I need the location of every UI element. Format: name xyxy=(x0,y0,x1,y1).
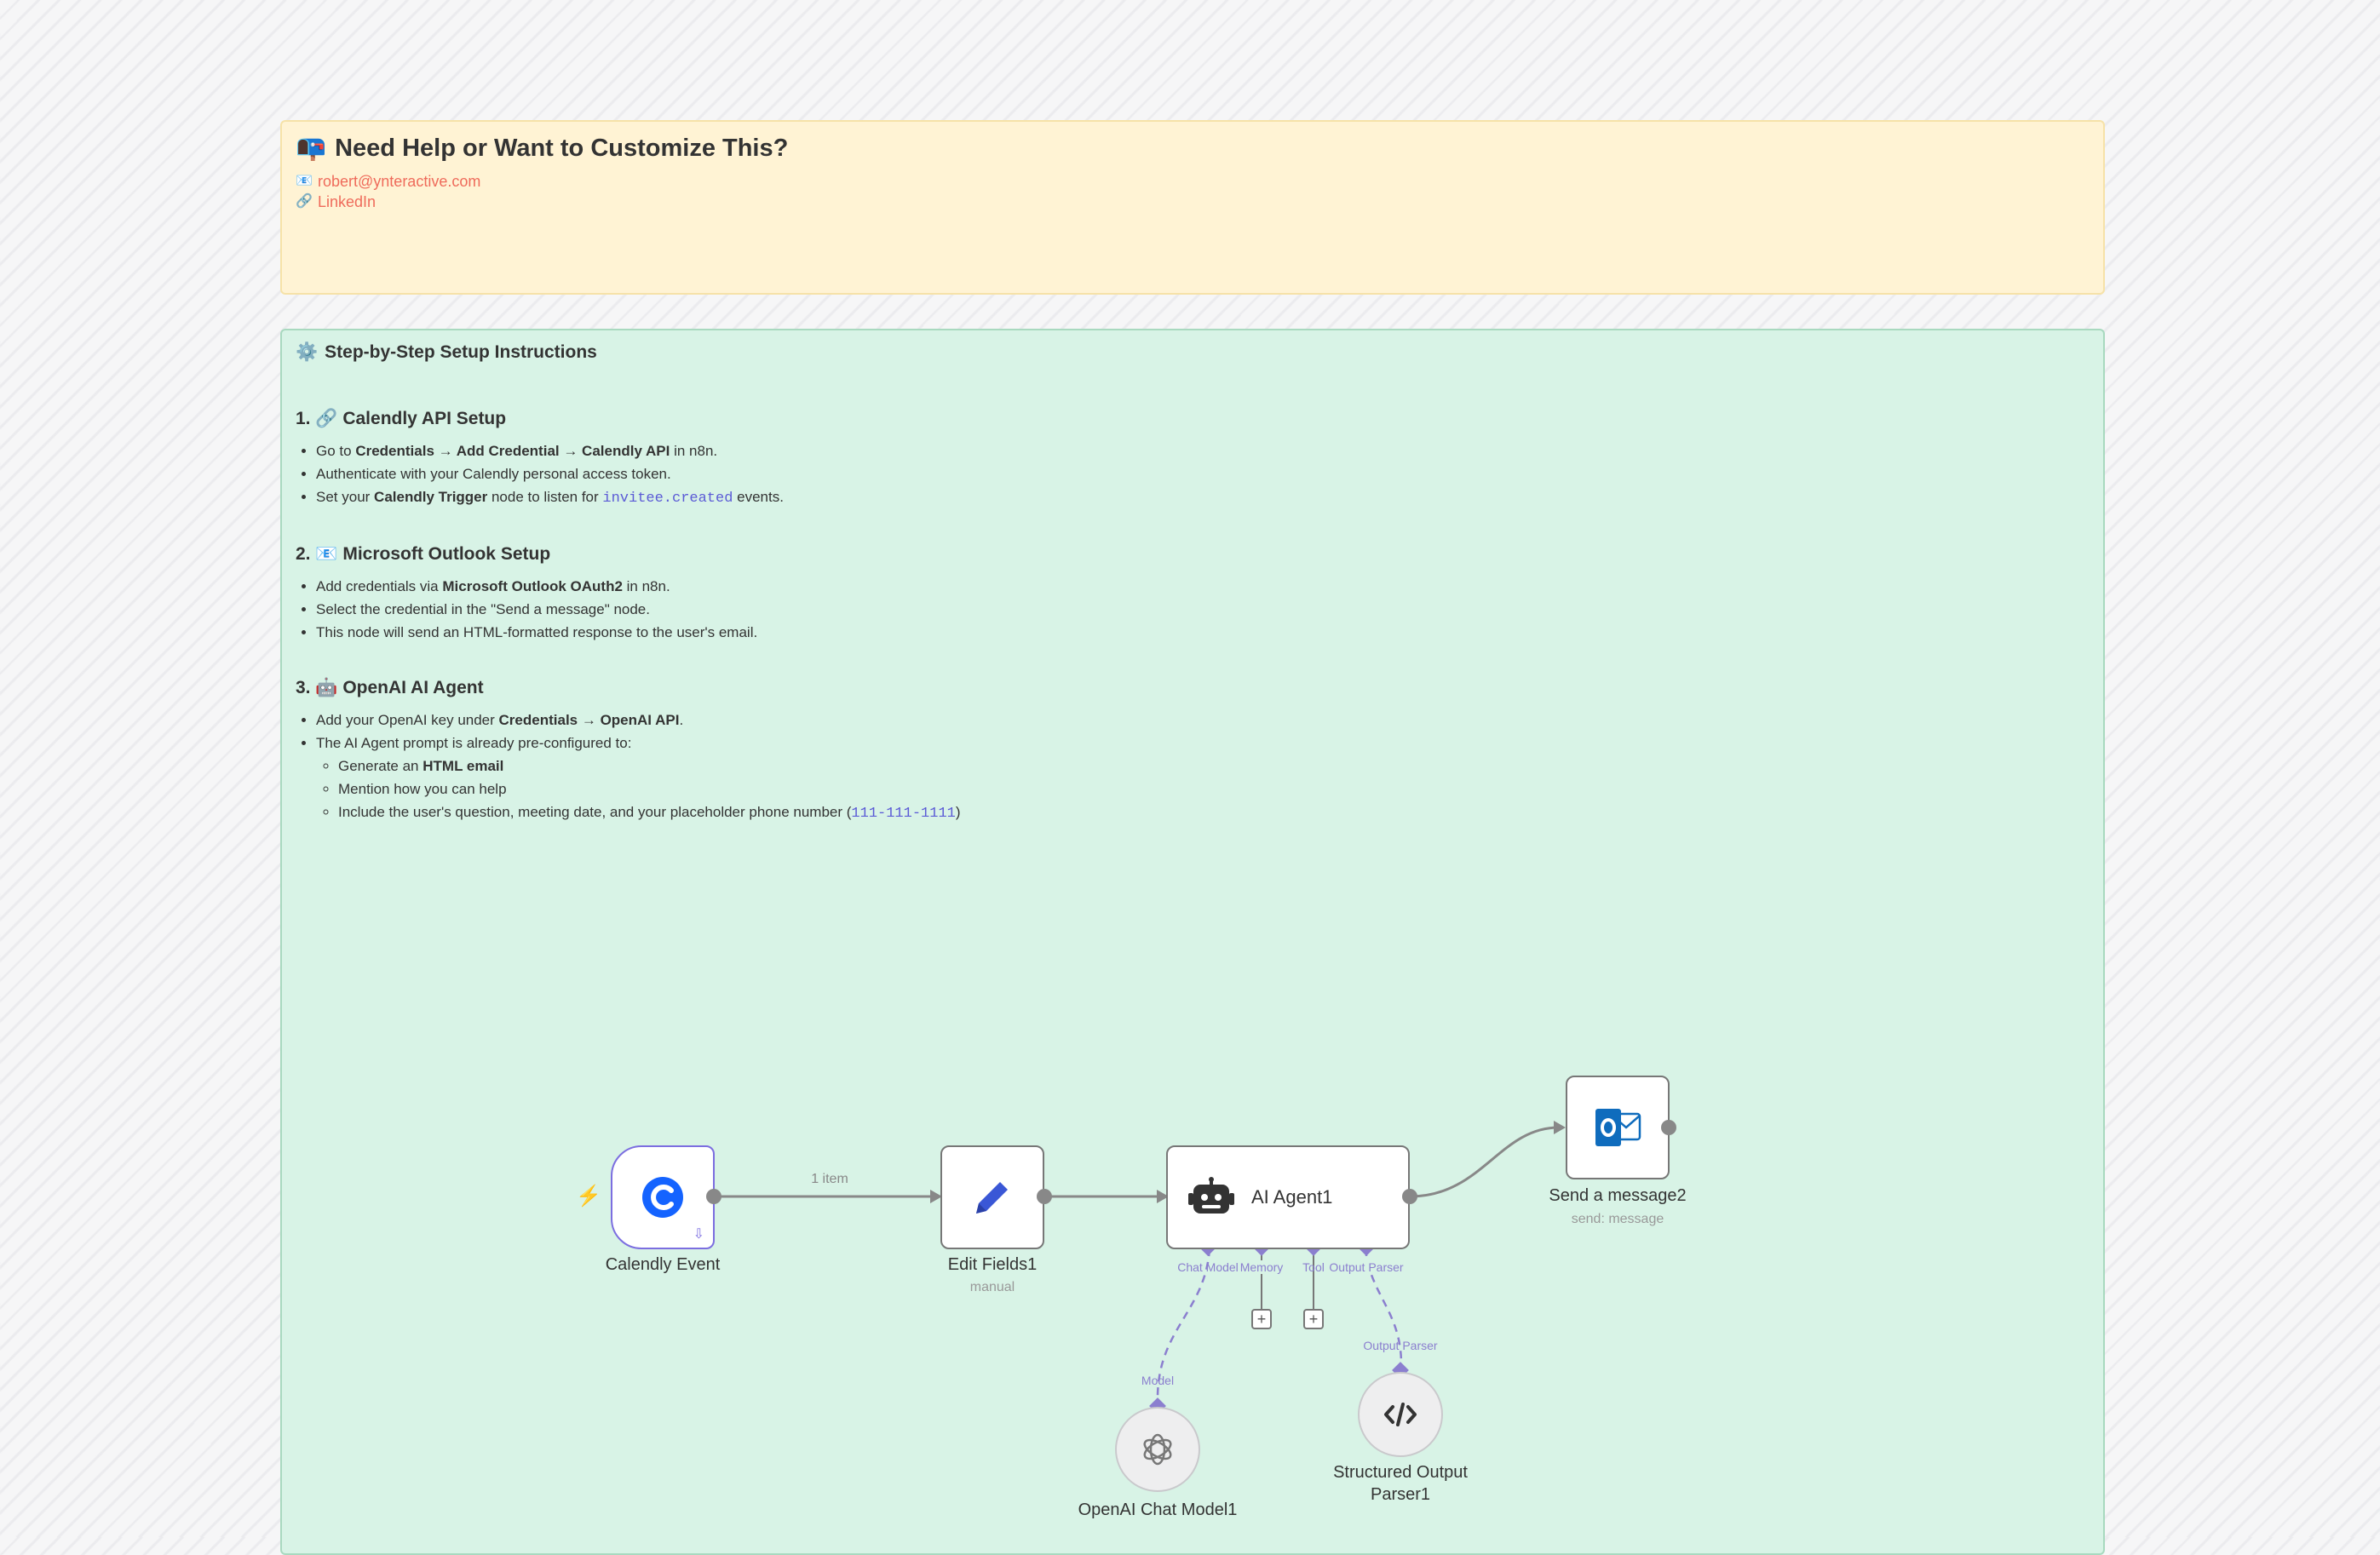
list-item: Set your Calendly Trigger node to listen… xyxy=(316,485,2090,510)
outlook-output-port[interactable] xyxy=(1661,1120,1676,1135)
arrow-head xyxy=(1554,1121,1566,1134)
list-item: The AI Agent prompt is already pre-confi… xyxy=(316,732,2090,825)
openai-icon xyxy=(1143,1433,1172,1466)
port-label-tool: Tool xyxy=(1302,1260,1325,1274)
agent-output-port[interactable] xyxy=(1402,1189,1417,1204)
outlook-steps: Add credentials via Microsoft Outlook OA… xyxy=(296,575,2090,644)
connection-agent-outlook xyxy=(1409,1126,1560,1198)
mailbox-icon: 📭 xyxy=(296,135,327,162)
code-icon xyxy=(1384,1403,1417,1426)
link-icon: 🔗 xyxy=(296,194,313,209)
arrow-head xyxy=(930,1190,942,1203)
pin-icon: ⇩ xyxy=(693,1227,704,1242)
edit-node-subtitle: manual xyxy=(969,1280,1015,1294)
setup-note-title: ⚙️ Step-by-Step Setup Instructions xyxy=(296,342,2090,363)
openai-chat-model-node[interactable] xyxy=(1115,1407,1200,1492)
send-message-node[interactable] xyxy=(1566,1076,1670,1179)
list-item: Select the credential in the "Send a mes… xyxy=(316,598,2090,621)
structured-output-parser-node[interactable] xyxy=(1358,1372,1443,1457)
outlook-node-label: Send a message2 xyxy=(1549,1186,1687,1205)
sub-list-item: Generate an HTML email xyxy=(338,755,2090,778)
email-icon: 📧 xyxy=(296,174,313,188)
openai-node-label: OpenAI Chat Model1 xyxy=(1078,1500,1238,1519)
port-label-chat-model: Chat Model xyxy=(1177,1260,1239,1274)
port-label-parser: Output Parser xyxy=(1363,1339,1438,1352)
pencil-icon xyxy=(976,1182,1008,1214)
list-item: Add your OpenAI key under Credentials → … xyxy=(316,709,2090,732)
edge-item-count: 1 item xyxy=(811,1172,848,1186)
edit-fields-node[interactable] xyxy=(940,1145,1044,1249)
section-calendly-title: 1. 🔗 Calendly API Setup xyxy=(296,409,507,428)
parser-node-label-line1: Structured Output xyxy=(1333,1463,1468,1482)
section-openai-title: 3. 🤖 OpenAI AI Agent xyxy=(296,678,484,697)
inline-code: invitee.created xyxy=(602,491,733,507)
inline-code: 111-111-1111 xyxy=(851,806,956,822)
outlook-icon xyxy=(1595,1109,1641,1146)
add-tool-button[interactable]: + xyxy=(1303,1309,1324,1329)
calendly-node-label: Calendly Event xyxy=(605,1255,721,1274)
edit-output-port[interactable] xyxy=(1037,1189,1052,1204)
setup-sticky-note[interactable]: ⚙️ Step-by-Step Setup Instructions 1. 🔗 … xyxy=(280,329,2105,1555)
port-label-model: Model xyxy=(1141,1374,1175,1387)
setup-title-text: Step-by-Step Setup Instructions xyxy=(325,342,597,362)
help-title-text: Need Help or Want to Customize This? xyxy=(335,134,789,162)
add-memory-button[interactable]: + xyxy=(1251,1309,1272,1329)
openai-steps: Add your OpenAI key under Credentials → … xyxy=(296,709,2090,825)
trigger-bolt-icon: ⚡ xyxy=(576,1185,601,1208)
sub-list-item: Mention how you can help xyxy=(338,778,2090,800)
email-link[interactable]: robert@ynteractive.com xyxy=(318,173,481,190)
section-outlook-title: 2. 📧 Microsoft Outlook Setup xyxy=(296,544,551,564)
calendly-event-node[interactable]: ⇩ xyxy=(611,1145,715,1249)
calendly-icon xyxy=(642,1177,683,1218)
agent-node-label: AI Agent1 xyxy=(1251,1186,1333,1208)
gear-icon: ⚙️ xyxy=(296,342,319,362)
list-item: Go to Credentials → Add Credential → Cal… xyxy=(316,439,2090,462)
arrow-head xyxy=(1157,1190,1169,1203)
help-sticky-note[interactable]: 📭 Need Help or Want to Customize This? 📧… xyxy=(280,120,2105,295)
list-item: Add credentials via Microsoft Outlook OA… xyxy=(316,575,2090,598)
help-note-title: 📭 Need Help or Want to Customize This? xyxy=(296,134,2090,163)
robot-icon xyxy=(1188,1177,1234,1214)
ai-agent-node[interactable]: AI Agent1 xyxy=(1166,1145,1410,1249)
outlook-node-subtitle: send: message xyxy=(1571,1212,1664,1226)
list-item: This node will send an HTML-formatted re… xyxy=(316,621,2090,644)
linkedin-link[interactable]: LinkedIn xyxy=(318,193,377,210)
edit-node-label: Edit Fields1 xyxy=(947,1255,1038,1274)
sub-list-item: Include the user's question, meeting dat… xyxy=(338,800,2090,825)
port-label-output-parser: Output Parser xyxy=(1329,1260,1404,1274)
calendly-output-port[interactable] xyxy=(706,1189,721,1204)
parser-node-label-line2: Parser1 xyxy=(1370,1485,1431,1504)
calendly-steps: Go to Credentials → Add Credential → Cal… xyxy=(296,439,2090,510)
list-item: Authenticate with your Calendly personal… xyxy=(316,462,2090,485)
port-label-memory: Memory xyxy=(1239,1260,1284,1274)
